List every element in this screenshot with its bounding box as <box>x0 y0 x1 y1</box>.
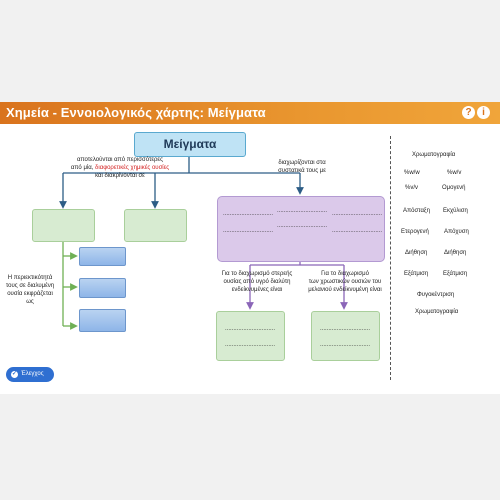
word-bank-divider <box>390 136 391 380</box>
word-filtration-2[interactable]: Διήθηση <box>444 250 467 256</box>
info-icon[interactable]: i <box>477 106 490 119</box>
drop-zone-solid-liquid-methods[interactable]: .............................. .........… <box>216 311 285 361</box>
connector-lines <box>59 156 348 330</box>
separation-blank-5[interactable]: .............................. <box>332 211 383 217</box>
ink-separation-line-1: Για το διαχωρισμό <box>321 271 369 277</box>
word-extraction[interactable]: Εκχύλιση <box>443 208 468 214</box>
separation-blank-1[interactable]: .............................. <box>223 211 274 217</box>
left-link-line-3: και διακρίνονται σε <box>95 173 145 179</box>
check-button[interactable]: ✓ Έλεγχος <box>6 367 54 382</box>
word-chromatography-1[interactable]: Χρωματογραφία <box>412 152 456 158</box>
drop-zone-concentration-2[interactable] <box>79 278 126 298</box>
ink-blank-1[interactable]: .............................. <box>320 326 371 332</box>
right-link-line-2: συστατικά τους με <box>278 168 326 174</box>
separation-blank-4[interactable]: .............................. <box>277 223 328 229</box>
check-icon: ✓ <box>11 371 18 378</box>
left-link-line-1: αποτελούνται από περισσότερες <box>77 157 163 163</box>
word-homogeneous[interactable]: Ομογενή <box>442 185 466 191</box>
drop-zone-concentration-1[interactable] <box>79 247 126 266</box>
drop-zone-mixture-type-1[interactable] <box>32 209 95 242</box>
concept-map-app: Χημεία - Εννοιολογικός χάρτης: Μείγματα … <box>0 102 500 394</box>
concentration-line-3: ουσία εκφράζεται ως <box>7 291 53 305</box>
solid-liquid-line-3: ενδείκνυμένες είναι <box>231 287 283 293</box>
concentration-line-1: Η περιεκτικότητά <box>7 275 53 281</box>
ink-blank-2[interactable]: .............................. <box>320 342 371 348</box>
word-centrifugation[interactable]: Φυγοκέντριση <box>417 292 455 298</box>
ink-separation-line-3: μελανιού ενδείκνυμένη είναι <box>308 287 382 293</box>
right-link-line-1: διαχωρίζονται στα <box>278 160 326 166</box>
separation-blank-6[interactable]: .............................. <box>332 228 383 234</box>
word-evaporation-1[interactable]: Εξάτμιση <box>404 271 429 277</box>
page-title: Χημεία - Εννοιολογικός χάρτης: Μείγματα <box>6 105 266 120</box>
solid-liquid-line-1: Για το διαχωρισμό στερεής <box>221 271 293 277</box>
word-filtration-1[interactable]: Διήθηση <box>405 250 428 256</box>
word-heterogeneous[interactable]: Ετερογενή <box>401 229 429 235</box>
right-link-text: διαχωρίζονται στα συστατικά τους με <box>262 159 342 175</box>
ink-separation-line-2: των χρωστικών ουσιών του <box>308 279 382 285</box>
drop-zone-concentration-3[interactable] <box>79 309 126 332</box>
word-v-v[interactable]: %v/v <box>405 185 419 191</box>
drop-zone-separation-methods[interactable]: .............................. .........… <box>217 196 385 262</box>
header-bar: Χημεία - Εννοιολογικός χάρτης: Μείγματα … <box>0 102 500 124</box>
ink-separation-text: Για το διαχωρισμό των χρωστικών ουσιών τ… <box>302 270 388 294</box>
left-link-line-2-highlight: διαφορετικές χημικές ουσίες <box>95 165 170 171</box>
concept-mixtures: Μείγματα <box>134 132 246 157</box>
solid-liquid-blank-2[interactable]: .............................. <box>225 342 276 348</box>
left-link-line-2-text: από μία, <box>70 165 96 171</box>
separation-blank-3[interactable]: .............................. <box>277 208 328 214</box>
word-w-w[interactable]: %w/w <box>404 170 420 176</box>
word-decantation[interactable]: Απόχυση <box>444 229 469 235</box>
left-link-line-2: από μία, διαφορετικές χημικές ουσίες <box>60 164 180 172</box>
drop-zone-ink-method[interactable]: .............................. .........… <box>311 311 380 361</box>
solid-liquid-blank-1[interactable]: .............................. <box>225 326 276 332</box>
left-link-text: αποτελούνται από περισσότερες από μία, δ… <box>60 156 180 180</box>
help-icon[interactable]: ? <box>462 106 475 119</box>
word-w-v[interactable]: %w/v <box>447 170 462 176</box>
solid-liquid-separation-text: Για το διαχωρισμό στερεής ουσίας από υγρ… <box>214 270 300 294</box>
separation-blank-2[interactable]: .............................. <box>223 228 274 234</box>
concentration-line-2: τους σε διαλυμένη <box>5 283 55 289</box>
word-evaporation-2[interactable]: Εξάτμιση <box>443 271 468 277</box>
drop-zone-mixture-type-2[interactable] <box>124 209 187 242</box>
concentration-link-text: Η περιεκτικότητά τους σε διαλυμένη ουσία… <box>4 274 56 306</box>
word-distillation[interactable]: Απόσταξη <box>403 208 430 214</box>
solid-liquid-line-2: ουσίας από υγρό διαλύτη <box>223 279 291 285</box>
check-button-label: Έλεγχος <box>21 371 44 377</box>
word-chromatography-2[interactable]: Χρωματογραφία <box>415 309 459 315</box>
